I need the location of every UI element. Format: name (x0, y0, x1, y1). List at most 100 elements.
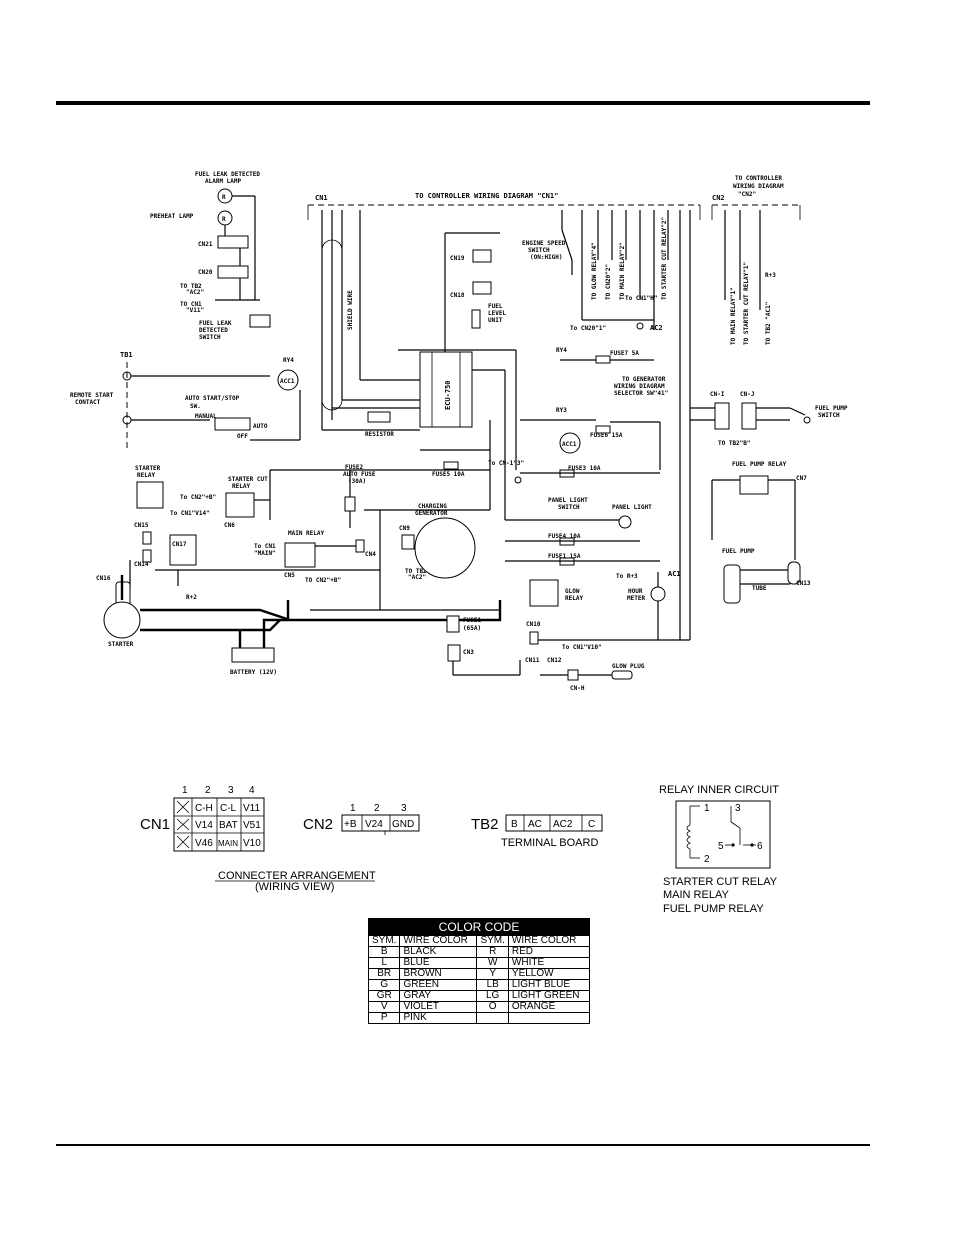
fuel-level-unit (471, 309, 481, 329)
svg-text:To CN20"1": To CN20"1" (570, 325, 606, 332)
cn15-connector (142, 531, 152, 545)
top-rule (56, 101, 870, 105)
svg-text:SWITCH: SWITCH (199, 334, 221, 341)
starter-motor (103, 601, 141, 639)
svg-text:HOUR: HOUR (628, 588, 643, 595)
battery (231, 647, 275, 663)
svg-text:C-L: C-L (220, 803, 237, 814)
fuel-pump-switch-icon (803, 416, 811, 424)
svg-text:CN-I: CN-I (710, 391, 725, 398)
svg-text:B: B (511, 819, 518, 830)
color-code-table: COLOR CODE SYM. WIRE COLOR SYM. WIRE COL… (367, 918, 591, 1024)
svg-text:V14: V14 (195, 820, 213, 831)
svg-text:SWITCH: SWITCH (528, 247, 550, 254)
cn18-connector (472, 281, 492, 295)
svg-text:FUSE4 10A: FUSE4 10A (548, 533, 581, 540)
svg-text:CN1: CN1 (140, 816, 170, 833)
svg-text:SWITCH: SWITCH (558, 504, 580, 511)
svg-text:ALARM LAMP: ALARM LAMP (205, 178, 242, 185)
hour-meter-icon (650, 586, 666, 602)
charging-generator (414, 517, 476, 579)
cn9-connector (401, 534, 415, 550)
svg-text:3: 3 (401, 803, 407, 814)
svg-text:CN18: CN18 (450, 292, 465, 299)
svg-text:CN17: CN17 (172, 541, 187, 548)
svg-text:CONTACT: CONTACT (75, 399, 101, 406)
cn19-connector (472, 249, 492, 263)
cn10-connector (529, 631, 539, 645)
svg-text:V46: V46 (195, 838, 213, 849)
svg-text:RELAY: RELAY (137, 472, 155, 479)
shield-wire-sleeve (321, 239, 343, 411)
svg-text:CN9: CN9 (399, 525, 410, 532)
svg-text:CN4: CN4 (365, 551, 376, 558)
svg-text:AC1: AC1 (668, 570, 681, 578)
svg-text:TO CN1: TO CN1 (180, 301, 202, 308)
svg-text:1: 1 (350, 803, 356, 814)
table-row: V VIOLET O ORANGE (367, 1001, 591, 1013)
cn2-arrangement: CN2 1 2 3 +B V24 GND (303, 803, 420, 835)
svg-text:FUEL PUMP RELAY: FUEL PUMP RELAY (663, 903, 764, 915)
svg-text:UNIT: UNIT (488, 317, 503, 324)
svg-text:V11: V11 (243, 803, 260, 814)
svg-text:(65A): (65A) (463, 625, 481, 632)
svg-text:OFF: OFF (237, 433, 248, 440)
svg-text:FUSE1: FUSE1 (463, 617, 481, 624)
glow-relay (529, 579, 559, 607)
svg-text:CN20: CN20 (198, 269, 213, 276)
svg-text:RESISTOR: RESISTOR (365, 431, 394, 438)
svg-text:To CN1"V10": To CN1"V10" (562, 644, 602, 651)
table-row: L BLUE W WHITE (367, 957, 591, 969)
svg-text:FUSE6 15A: FUSE6 15A (590, 432, 623, 439)
svg-text:STARTER: STARTER (135, 465, 161, 472)
svg-text:R+2: R+2 (186, 594, 197, 601)
svg-text:CN-H: CN-H (570, 685, 585, 692)
svg-text:STARTER CUT: STARTER CUT (228, 476, 268, 483)
svg-text:TO TB2"B": TO TB2"B" (718, 440, 751, 447)
cn1-arrangement: CN1 1 2 3 4 C-H C-L V11 V14 BAT V51 V46 … (140, 785, 265, 852)
starter-cut-relay (225, 492, 255, 518)
label-cn1-top: CN1 (315, 194, 328, 202)
svg-text:CN-J: CN-J (740, 391, 754, 398)
svg-text:TERMINAL BOARD: TERMINAL BOARD (501, 837, 598, 849)
svg-text:To CN1"H": To CN1"H" (625, 295, 658, 302)
svg-text:CN15: CN15 (134, 522, 149, 529)
svg-text:PANEL LIGHT: PANEL LIGHT (548, 497, 588, 504)
cn-j-connector (741, 402, 757, 430)
svg-text:TO CN20"2": TO CN20"2" (605, 264, 612, 300)
bottom-rule (56, 1144, 870, 1146)
svg-text:CN10: CN10 (526, 621, 541, 628)
svg-text:1: 1 (704, 803, 710, 814)
svg-text:FUSE1 15A: FUSE1 15A (548, 553, 581, 560)
svg-text:BAT: BAT (219, 820, 238, 831)
relay-inner-circuit: RELAY INNER CIRCUIT 1 2 3 5 6 STARTER CU… (659, 784, 779, 915)
svg-text:GND: GND (392, 819, 414, 830)
svg-text:To CN2"+B": To CN2"+B" (180, 494, 216, 501)
label-cn2-top: CN2 (712, 194, 725, 202)
svg-text:SELECTOR SW"41": SELECTOR SW"41" (614, 390, 668, 397)
svg-text:GLOW: GLOW (565, 588, 580, 595)
svg-text:STARTER: STARTER (108, 641, 134, 648)
svg-text:1: 1 (182, 785, 188, 796)
svg-text:CN6: CN6 (224, 522, 235, 529)
color-code-title: COLOR CODE (368, 918, 590, 936)
svg-text:R: R (222, 216, 226, 223)
svg-text:5: 5 (718, 841, 724, 852)
svg-text:C: C (588, 819, 595, 830)
svg-text:"MAIN": "MAIN" (254, 550, 276, 557)
svg-text:SW.: SW. (190, 403, 201, 410)
svg-text:"V11": "V11" (186, 307, 204, 314)
svg-text:2: 2 (205, 785, 211, 796)
svg-text:2: 2 (704, 854, 710, 865)
fuel-pump (723, 564, 741, 604)
svg-text:CHARGING: CHARGING (418, 503, 447, 510)
table-row: P PINK (367, 1012, 591, 1024)
svg-text:RY4: RY4 (556, 347, 567, 354)
svg-text:BATTERY (12V): BATTERY (12V) (230, 669, 277, 676)
svg-text:CN7: CN7 (796, 475, 807, 482)
glow-plug (611, 670, 633, 680)
svg-text:V51: V51 (243, 820, 261, 831)
fuse6 (595, 425, 611, 434)
svg-text:SWITCH: SWITCH (818, 412, 840, 419)
